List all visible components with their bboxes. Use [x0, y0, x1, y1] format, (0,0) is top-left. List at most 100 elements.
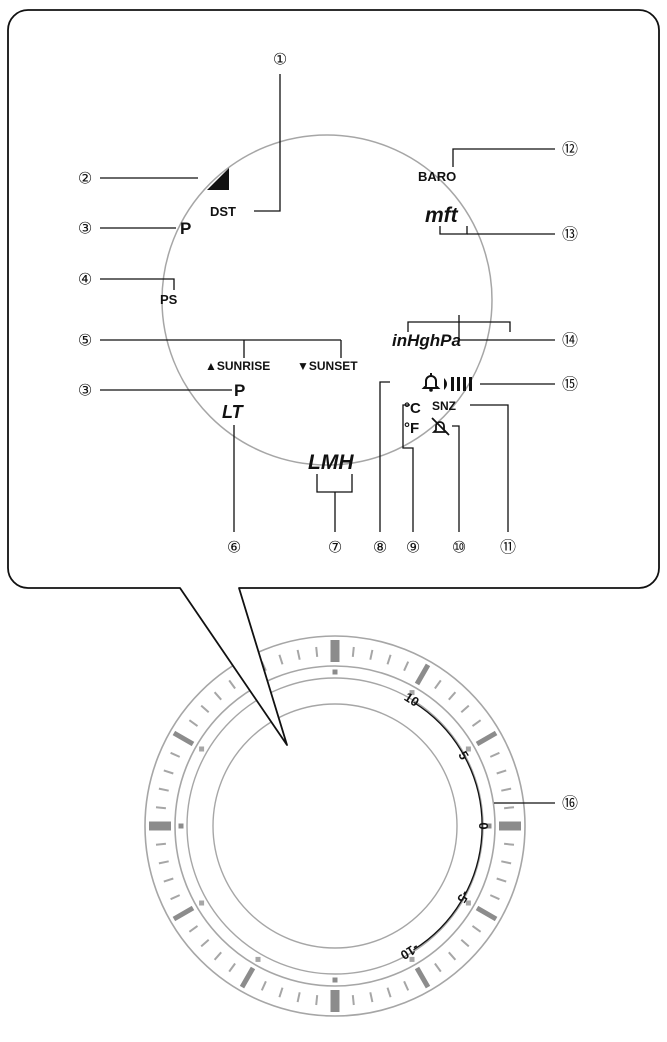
- inner-tick: [332, 669, 338, 675]
- callout-7: ⑦: [328, 538, 342, 557]
- bezel-tick: [172, 730, 195, 747]
- callout-1: ①: [273, 50, 287, 69]
- scale-label-10: 10: [402, 689, 422, 709]
- bezel-tick: [278, 987, 284, 998]
- bezel-tick: [172, 905, 195, 922]
- inner-tick: [199, 746, 205, 752]
- leader-1: [254, 74, 281, 212]
- callout-9: ⑨: [406, 538, 420, 557]
- pm-indicator-mid: P: [234, 381, 245, 400]
- bezel-tick: [315, 994, 319, 1006]
- alarm-bell-icon: [421, 373, 441, 392]
- bezel-tick: [163, 877, 174, 883]
- display-outline: [161, 134, 493, 466]
- celsius-indicator: °C: [404, 400, 421, 417]
- bezel-ticks: [149, 640, 521, 1012]
- bezel-tick: [296, 649, 301, 660]
- callout-12: ⑫: [562, 140, 578, 159]
- leader-8: [379, 381, 390, 532]
- bezel-tick: [448, 951, 457, 961]
- bezel-tick: [296, 992, 301, 1003]
- signal-triangle-icon: [207, 168, 229, 190]
- bezel-tick: [351, 646, 355, 658]
- bezel-tick: [414, 663, 431, 686]
- alarm-off-icon: [431, 417, 450, 436]
- bezel-tick: [163, 769, 174, 775]
- lmh-indicator: LMH: [308, 451, 354, 474]
- callout-8: ⑧: [373, 538, 387, 557]
- inner-tick: [199, 900, 205, 906]
- lt-indicator: LT: [222, 402, 245, 422]
- bezel-tick: [158, 787, 169, 792]
- callout-6: ⑥: [227, 538, 241, 557]
- bezel-tick: [213, 951, 222, 961]
- fahrenheit-indicator: °F: [404, 420, 419, 437]
- callout-11: ⑪: [500, 538, 516, 557]
- bezel-tick: [155, 806, 167, 810]
- callout-15: ⑮: [562, 375, 578, 394]
- bezel-tick: [503, 842, 515, 846]
- bezel-tick: [239, 966, 256, 989]
- inner-tick: [486, 823, 492, 829]
- callout-3-mid: ③: [78, 381, 92, 400]
- bezel-tick: [501, 787, 512, 792]
- scale-arc: [413, 701, 483, 951]
- snz-indicator: SNZ: [432, 399, 456, 413]
- bezel-tick: [503, 806, 515, 810]
- callout-numbers: ① ② ③ ④ ⑤ ③ ⑥ ⑦ ⑧ ⑨ ⑩ ⑪ ⑫ ⑬ ⑭ ⑮ ⑯: [78, 50, 578, 813]
- callout-2: ②: [78, 169, 92, 188]
- bezel-tick: [460, 704, 470, 713]
- bezel-tick: [170, 751, 181, 758]
- bezel-tick: [434, 962, 442, 973]
- callout-10: ⑩: [452, 538, 466, 557]
- ps-indicator: PS: [160, 292, 178, 307]
- bezel-tick: [369, 992, 374, 1003]
- bezel-tick: [403, 980, 410, 991]
- inner-tick: [332, 977, 338, 983]
- callout-5: ⑤: [78, 331, 92, 350]
- bezel-tick: [471, 719, 482, 727]
- bezel-tick: [475, 730, 498, 747]
- bezel-tick: [213, 691, 222, 701]
- bezel-tick: [228, 679, 236, 690]
- bezel-tick: [403, 661, 410, 672]
- callout-16: ⑯: [562, 794, 578, 813]
- inner-tick: [465, 900, 471, 906]
- bezel-tick: [260, 980, 267, 991]
- leader-4: [100, 278, 175, 290]
- bezel-tick: [170, 894, 181, 901]
- sunrise-indicator: ▲SUNRISE: [205, 359, 270, 373]
- bezel-tick: [188, 925, 199, 933]
- dial-inner-ring: [186, 677, 484, 975]
- leader-9: [402, 404, 414, 532]
- leader-lines: [100, 74, 555, 532]
- bezel-tick: [228, 962, 236, 973]
- leader-11: [470, 404, 509, 532]
- bezel-inner-ring: [174, 665, 496, 987]
- scale-labels: 10 5 0 -5 -10: [398, 689, 491, 963]
- bezel-tick: [471, 925, 482, 933]
- bezel-tick: [155, 842, 167, 846]
- bezel-tick: [315, 646, 319, 658]
- mft-indicator: mft: [425, 204, 459, 227]
- bezel-tick: [278, 654, 284, 665]
- inner-tick: [178, 823, 184, 829]
- scale-label-5: 5: [455, 748, 472, 762]
- bezel-outer-ring: [144, 635, 526, 1017]
- callout-14: ⑭: [562, 331, 578, 350]
- callout-13: ⑬: [562, 225, 578, 244]
- leader-14-out: [458, 315, 555, 341]
- scale-label-minus-10: -10: [398, 940, 422, 963]
- watch-face: 10 5 0 -5 -10: [144, 635, 555, 1017]
- bezel-tick: [351, 994, 355, 1006]
- signal-bars-icon: [444, 377, 472, 391]
- pm-indicator-top: P: [180, 219, 191, 238]
- bezel-tick: [386, 654, 392, 665]
- callout-bubble: [7, 9, 660, 746]
- bezel-tick: [200, 704, 210, 713]
- inner-tick: [465, 746, 471, 752]
- bezel-tick: [188, 719, 199, 727]
- inner-ticks: [178, 669, 492, 983]
- leader-13: [439, 226, 468, 235]
